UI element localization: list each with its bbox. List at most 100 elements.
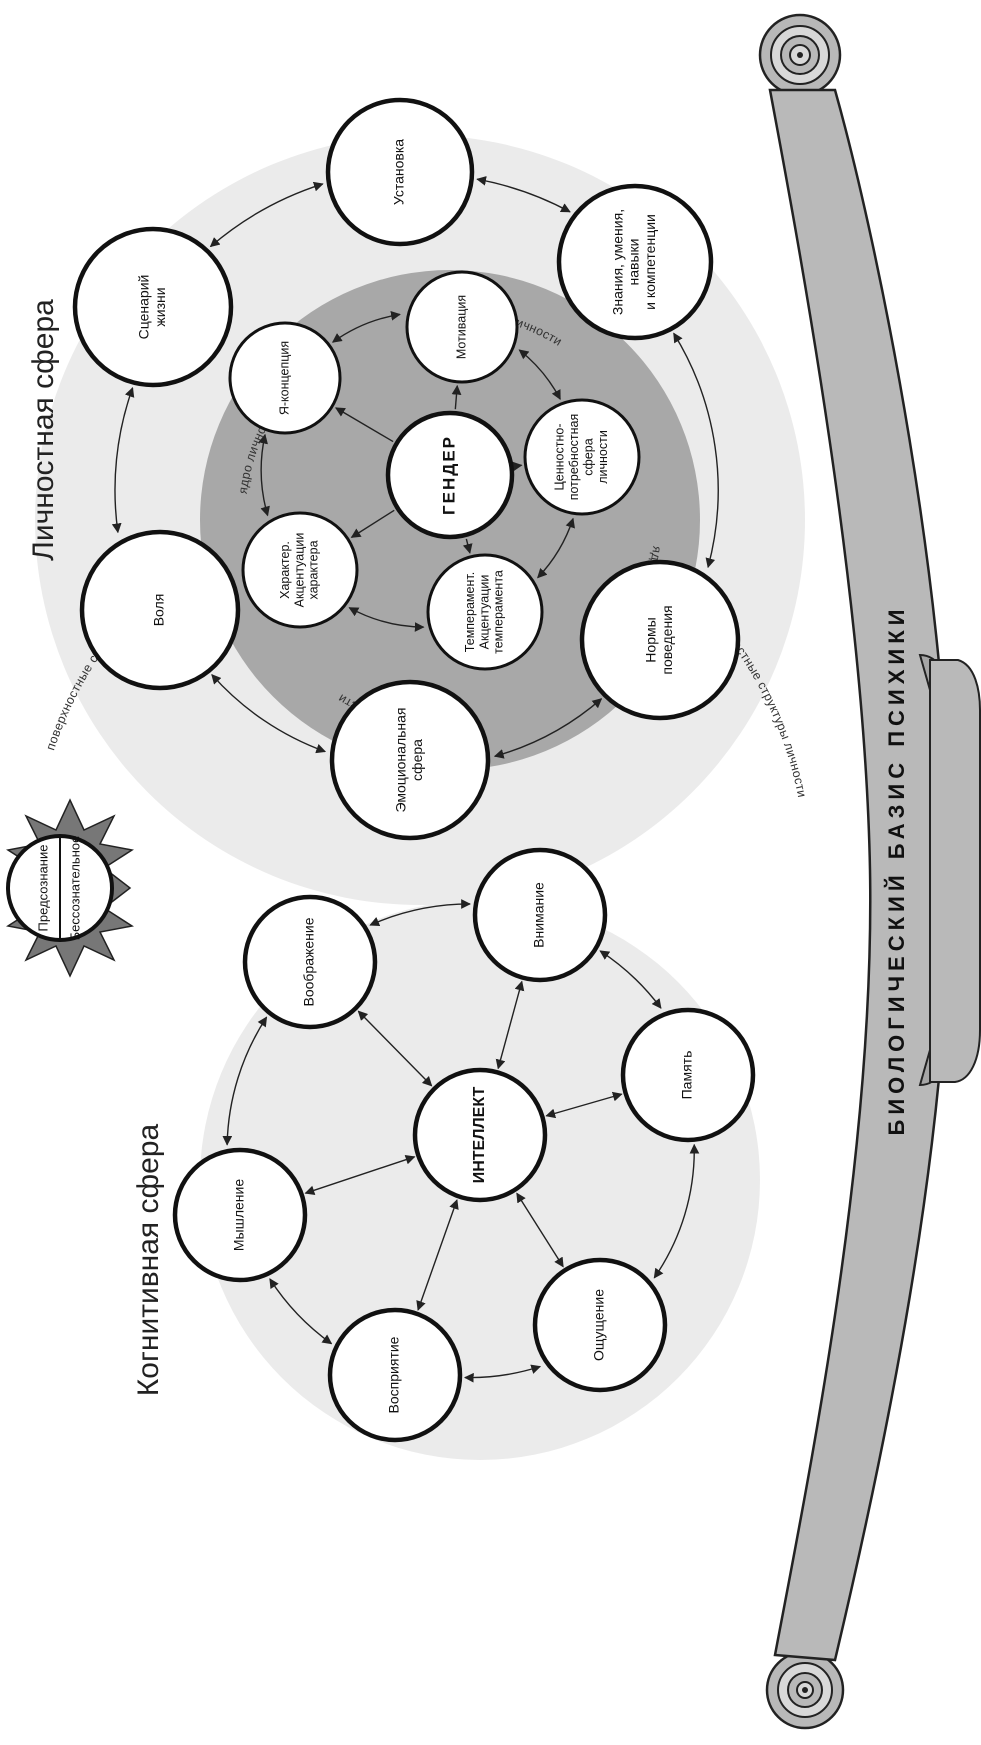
node-motivatsiya-label-line: Мотивация [454,295,468,359]
node-intellect: ИНТЕЛЛЕКТ [412,1067,548,1203]
intellect-link-arrow [357,1010,433,1087]
gender-link-arrow [335,407,394,443]
scroll-banner: БИОЛОГИЧЕСКИЙ БАЗИС ПСИХИКИ [758,13,981,1730]
node-tsennostno: Ценностно-потребностнаясфераличности [523,398,641,516]
node-emotsii-label-line: Эмоциональная [393,707,409,812]
inner-link-arrow [258,433,270,517]
intellect-link-arrow [304,1154,416,1196]
node-normy: Нормыповедения [579,559,741,721]
node-volya-circle [79,529,241,691]
node-voobrazhenie-circle [242,894,378,1030]
cognitive-ring-arrow [269,1278,333,1345]
node-znaniya-label-line: Знания, умения, [610,209,626,315]
gender-link-arrow [451,384,462,410]
node-vospriyatie-circle [327,1307,463,1443]
node-scenariy-label: Сценарийжизни [136,275,168,340]
node-kharakter-label-line: Характер. [278,541,292,599]
node-gender-label-line: ГЕНДЕР [439,435,458,515]
node-gender: ГЕНДЕР [385,410,515,540]
node-tsennostno-label-line: Ценностно- [553,424,567,491]
node-znaniya-label-line: навыки [626,239,642,286]
inner-link-arrow [537,517,575,579]
node-emotsii: Эмоциональнаясфера [329,679,491,841]
node-kharakter-label-line: Акцентуации [292,533,306,608]
node-ya_kontseptsiya: Я-концепция [228,321,342,435]
node-oshchushchenie-label: Ощущение [591,1289,607,1361]
intellect-link-arrow [495,980,525,1070]
node-volya-label-line: Воля [151,594,167,627]
node-temperament-label-line: темперамента [492,570,506,654]
node-kharakter: Характер.Акцентуациихарактера [241,511,359,629]
outer-link-arrow [476,175,571,213]
node-vnimanie-circle [472,847,608,983]
node-znaniya-label: Знания, умения,навыкии компетенции [610,209,658,315]
node-scenariy: Сценарийжизни [72,226,234,388]
node-tsennostno-label-line: потребностная [567,414,581,501]
intellect-link-arrow [516,1192,564,1268]
node-znaniya-circle [556,183,714,341]
cognitive-ring-arrow [653,1143,700,1279]
inner-link-arrow [331,310,401,343]
node-voobrazhenie-label-line: Воображение [301,917,317,1006]
node-scenariy-circle [72,226,234,388]
node-gender-label: ГЕНДЕР [439,435,458,515]
outer-link-arrow [209,181,324,248]
node-temperament: Темперамент.Акцентуациитемперамента [426,553,544,671]
node-oshchushchenie-circle [532,1257,668,1393]
biological-basis-label: БИОЛОГИЧЕСКИЙ БАЗИС ПСИХИКИ [884,605,909,1136]
node-voobrazhenie: Воображение [242,894,378,1030]
node-normy-label: Нормыповедения [643,605,675,674]
node-normy-label-line: поведения [659,605,675,674]
node-intellect-label: ИНТЕЛЛЕКТ [471,1086,488,1183]
node-scenariy-label-line: Сценарий [136,275,152,340]
node-emotsii-label-line: сфера [409,739,425,781]
cognitive-sphere-title: Когнитивная сфера [132,1123,165,1396]
node-oshchushchenie: Ощущение [532,1257,668,1393]
node-vospriyatie: Восприятие [327,1307,463,1443]
cognitive-arrows [222,899,700,1383]
node-temperament-label-line: Темперамент. [463,572,477,652]
node-voobrazhenie-label: Воображение [301,917,317,1006]
node-volya-label: Воля [151,594,167,627]
node-tsennostno-circle [523,398,641,516]
node-vnimanie-label-line: Внимание [531,882,547,948]
node-temperament-label: Темперамент.Акцентуациитемперамента [463,570,506,654]
gender-link-arrow [350,509,395,538]
node-normy-circle [579,559,741,721]
node-scenariy-label-line: жизни [152,287,168,326]
node-tsennostno-label-line: сфера [581,438,595,475]
node-volya: Воля [79,529,241,691]
node-gender-circle [385,410,515,540]
outer-link-arrow [673,332,719,569]
node-tsennostno-label-line: личности [596,430,610,484]
node-ustanovka-label: Установка [391,139,407,205]
node-ya_kontseptsiya-label-line: Я-концепция [277,341,291,415]
node-tsennostno-label: Ценностно-потребностнаясфераличности [553,414,610,501]
node-vospriyatie-label: Восприятие [386,1336,402,1413]
intellect-link-arrow [545,1091,623,1119]
outer-link-arrow [111,386,135,534]
node-vnimanie: Внимание [472,847,608,983]
node-normy-label-line: Нормы [643,617,659,662]
gender-link-arrow [462,538,473,554]
node-kharakter-circle [241,511,359,629]
gender-link-arrow [512,461,523,472]
node-myshlenie-label: Мышление [231,1179,247,1251]
node-myshlenie-circle [172,1147,308,1283]
node-pamyat-label: Память [679,1051,695,1100]
consciousness-badge: Предсознание Бессознательное [6,798,134,978]
node-intellect-circle [412,1067,548,1203]
node-pamyat: Память [620,1007,756,1143]
scroll-top-spiral [758,13,842,97]
node-ya_kontseptsiya-circle [228,321,342,435]
cognitive-ring-arrow [599,950,662,1009]
intellect-link-arrow [416,1199,459,1311]
node-pamyat-label-line: Память [679,1051,695,1100]
node-ustanovka-circle [325,97,475,247]
badge-preconscious-label: Предсознание [35,845,50,932]
scroll-bottom-spiral [765,1650,845,1730]
node-pamyat-circle [620,1007,756,1143]
